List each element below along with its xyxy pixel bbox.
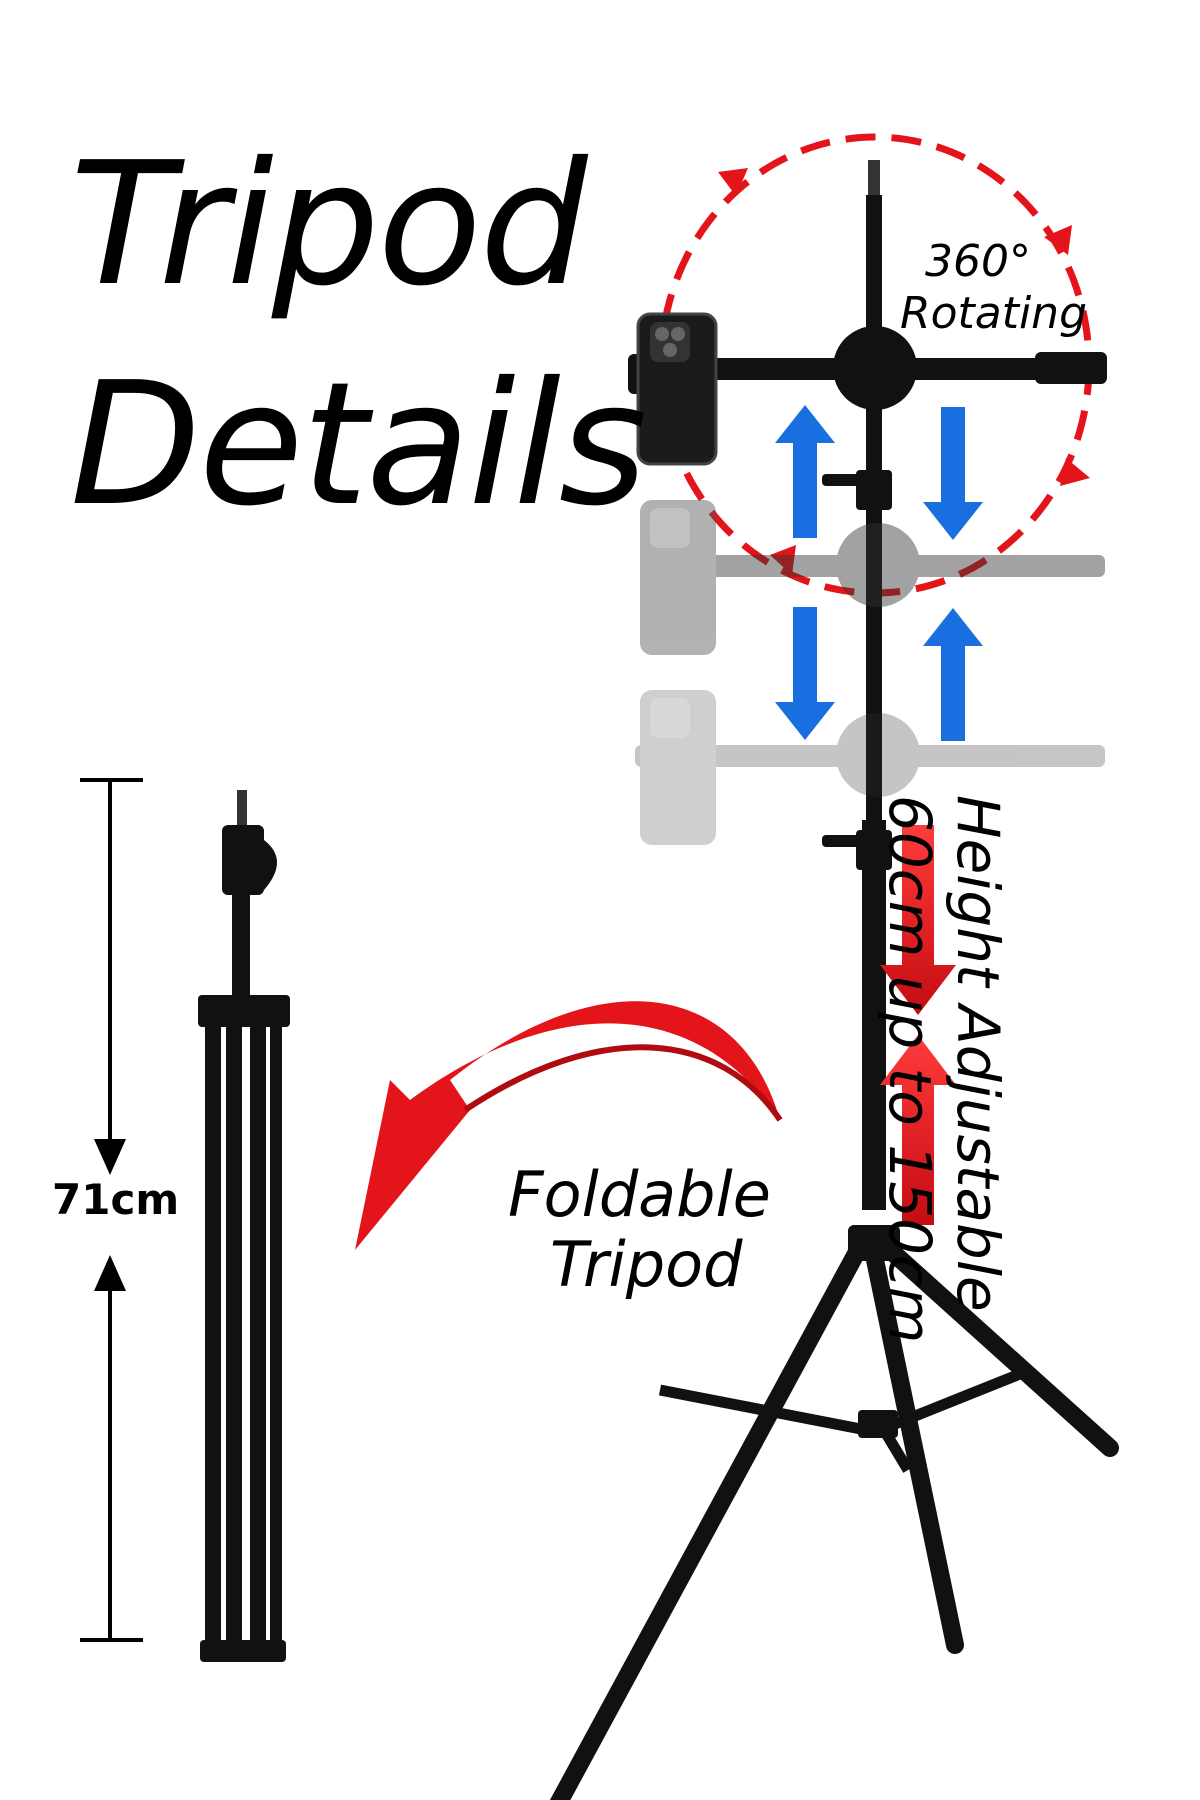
height-arrow-icon (775, 405, 983, 741)
fold-arrow-icon (355, 1001, 783, 1250)
rotation-label-degrees: 360° (925, 236, 1031, 287)
dimension-line (80, 778, 143, 1642)
smartphone-holder-icon (640, 500, 1105, 655)
page-title-line-2: Details (70, 346, 647, 544)
height-label: Height Adjustable 60cm up to 150cm (862, 795, 1012, 1344)
height-label-line-1: Height Adjustable (944, 795, 1012, 1312)
smartphone-holder-icon (635, 690, 1105, 845)
height-label-line-2: 60cm up to 150cm (876, 795, 944, 1344)
tripod-stand-icon (549, 160, 1119, 1800)
fold-label-line-2: Tripod (550, 1228, 743, 1301)
page-title-line-1: Tripod (70, 126, 588, 324)
folded-height-label: 71cm (52, 1175, 180, 1224)
folded-tripod-icon (198, 790, 290, 1662)
fold-label-line-1: Foldable (508, 1158, 771, 1231)
height-arrow-icon (880, 825, 956, 1225)
rotation-label-text: Rotating (900, 288, 1087, 339)
smartphone-holder-icon (628, 312, 1107, 466)
